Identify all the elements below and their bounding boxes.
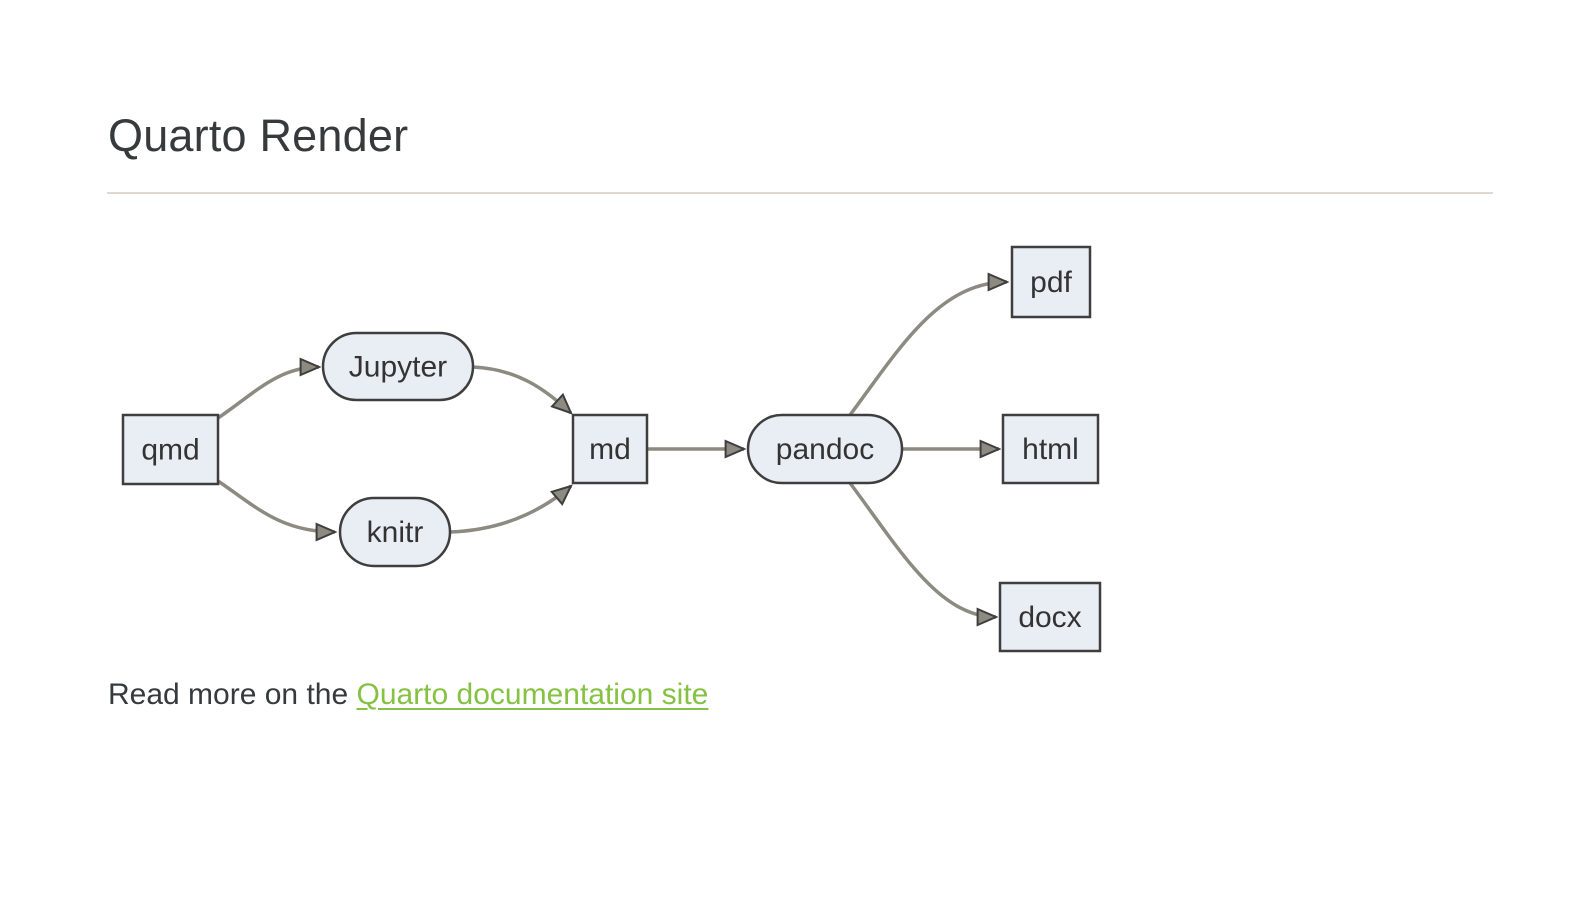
- node-html: html: [1001, 413, 1100, 485]
- edge-pandoc-docx: [848, 481, 996, 617]
- node-qmd-label: qmd: [141, 434, 199, 467]
- read-more-prefix: Read more on the: [108, 678, 357, 711]
- node-md: md: [571, 413, 649, 485]
- node-knitr: knitr: [338, 496, 452, 568]
- node-jupyter: Jupyter: [321, 331, 475, 402]
- node-docx-label: docx: [1018, 601, 1081, 634]
- page-title: Quarto Render: [108, 110, 409, 161]
- node-pandoc-label: pandoc: [776, 433, 874, 466]
- node-qmd: qmd: [121, 413, 220, 486]
- diagram-edges: [217, 282, 1007, 617]
- edge-pandoc-pdf: [848, 282, 1007, 417]
- node-html-label: html: [1022, 433, 1079, 466]
- node-knitr-label: knitr: [367, 516, 424, 549]
- edge-qmd-knitr: [217, 479, 335, 532]
- quarto-render-diagram: qmd Jupyter knitr md pandoc pdf: [110, 235, 1120, 665]
- node-md-label: md: [589, 433, 631, 466]
- edge-knitr-md: [449, 486, 571, 534]
- node-pandoc: pandoc: [746, 413, 904, 485]
- node-docx: docx: [998, 581, 1102, 653]
- node-pdf-label: pdf: [1030, 266, 1072, 299]
- edge-qmd-jupyter: [217, 367, 319, 420]
- quarto-docs-link[interactable]: Quarto documentation site: [356, 678, 709, 711]
- node-pdf: pdf: [1010, 245, 1092, 319]
- title-divider: [107, 192, 1493, 194]
- node-jupyter-label: Jupyter: [349, 351, 447, 384]
- edge-jupyter-md: [472, 365, 571, 413]
- read-more-text: Read more on the Quarto documentation si…: [108, 675, 708, 714]
